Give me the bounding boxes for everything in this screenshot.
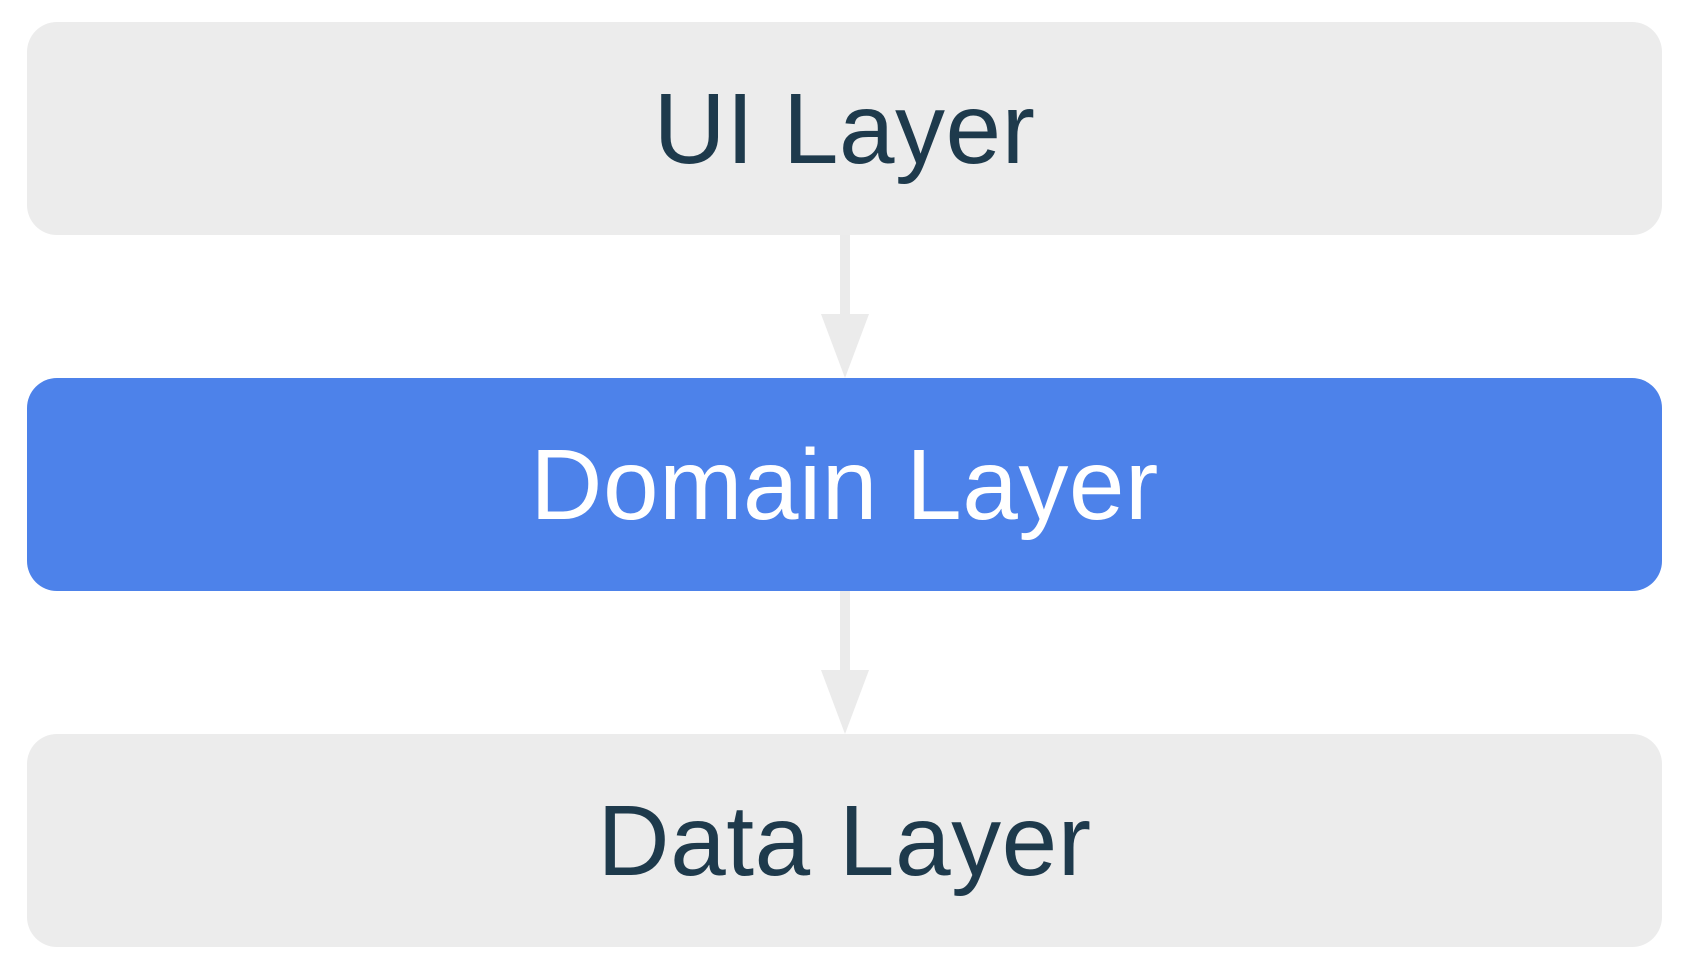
layer-stack: UI Layer Domain Layer Data Layer [27, 22, 1662, 947]
arrow-head [820, 314, 869, 378]
layer-box-domain: Domain Layer [27, 378, 1662, 591]
down-arrow-icon [820, 235, 869, 378]
layer-label-ui: UI Layer [653, 72, 1036, 185]
arrow-stem [839, 591, 850, 670]
layer-box-ui: UI Layer [27, 22, 1662, 235]
arrow-stem [839, 235, 850, 314]
layer-label-domain: Domain Layer [530, 428, 1159, 541]
arrow-head [820, 670, 869, 734]
layer-box-data: Data Layer [27, 734, 1662, 947]
layer-label-data: Data Layer [597, 784, 1092, 897]
down-arrow-icon [820, 591, 869, 734]
